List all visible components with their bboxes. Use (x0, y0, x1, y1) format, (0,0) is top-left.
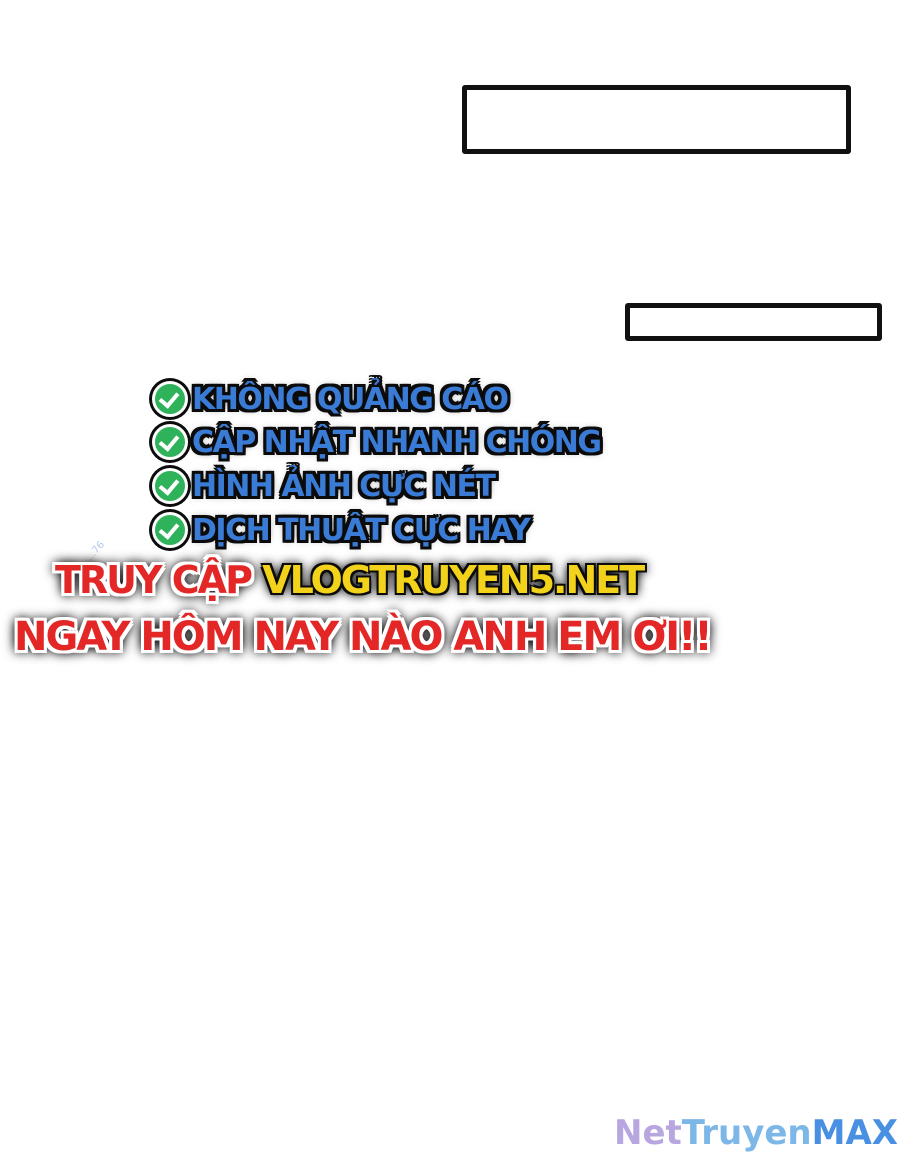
check-circle-icon (152, 424, 188, 460)
cta-line-today: NGAY HÔM NAY NÀO ANH EM ƠI!! (14, 614, 713, 660)
speech-bubble-top (462, 85, 851, 154)
feature-label: DỊCH THUẬT CỰC HAY (192, 512, 531, 548)
check-circle-icon (152, 512, 188, 548)
feature-label: HÌNH ẢNH CỰC NÉT (192, 468, 496, 504)
feature-item-great-translation: DỊCH THUẬT CỰC HAY (152, 509, 531, 551)
logo-part-max: MAX (811, 1113, 898, 1153)
promo-banner: KHÔNG QUẢNG CÁO CẬP NHẬT NHANH CHÓNG HÌN… (0, 0, 900, 700)
cta-prefix: TRUY CẬP (55, 558, 253, 602)
cta-site-link[interactable]: VLOGTRUYEN5.NET (262, 558, 645, 602)
speech-bubble-middle (625, 303, 882, 341)
cta-line-visit: TRUY CẬP VLOGTRUYEN5.NET (55, 558, 645, 602)
feature-label: CẬP NHẬT NHANH CHÓNG (192, 424, 602, 460)
feature-item-no-ads: KHÔNG QUẢNG CÁO (152, 378, 509, 420)
feature-item-fast-updates: CẬP NHẬT NHANH CHÓNG (152, 421, 602, 463)
logo-part-truyen: Truyen (681, 1113, 812, 1153)
check-circle-icon (152, 381, 188, 417)
logo-part-net: Net (613, 1113, 682, 1153)
check-circle-icon (152, 468, 188, 504)
feature-item-sharp-images: HÌNH ẢNH CỰC NÉT (152, 465, 496, 507)
feature-label: KHÔNG QUẢNG CÁO (192, 381, 509, 417)
nettruyenmax-logo: NetTruyenMAX (614, 1113, 898, 1153)
